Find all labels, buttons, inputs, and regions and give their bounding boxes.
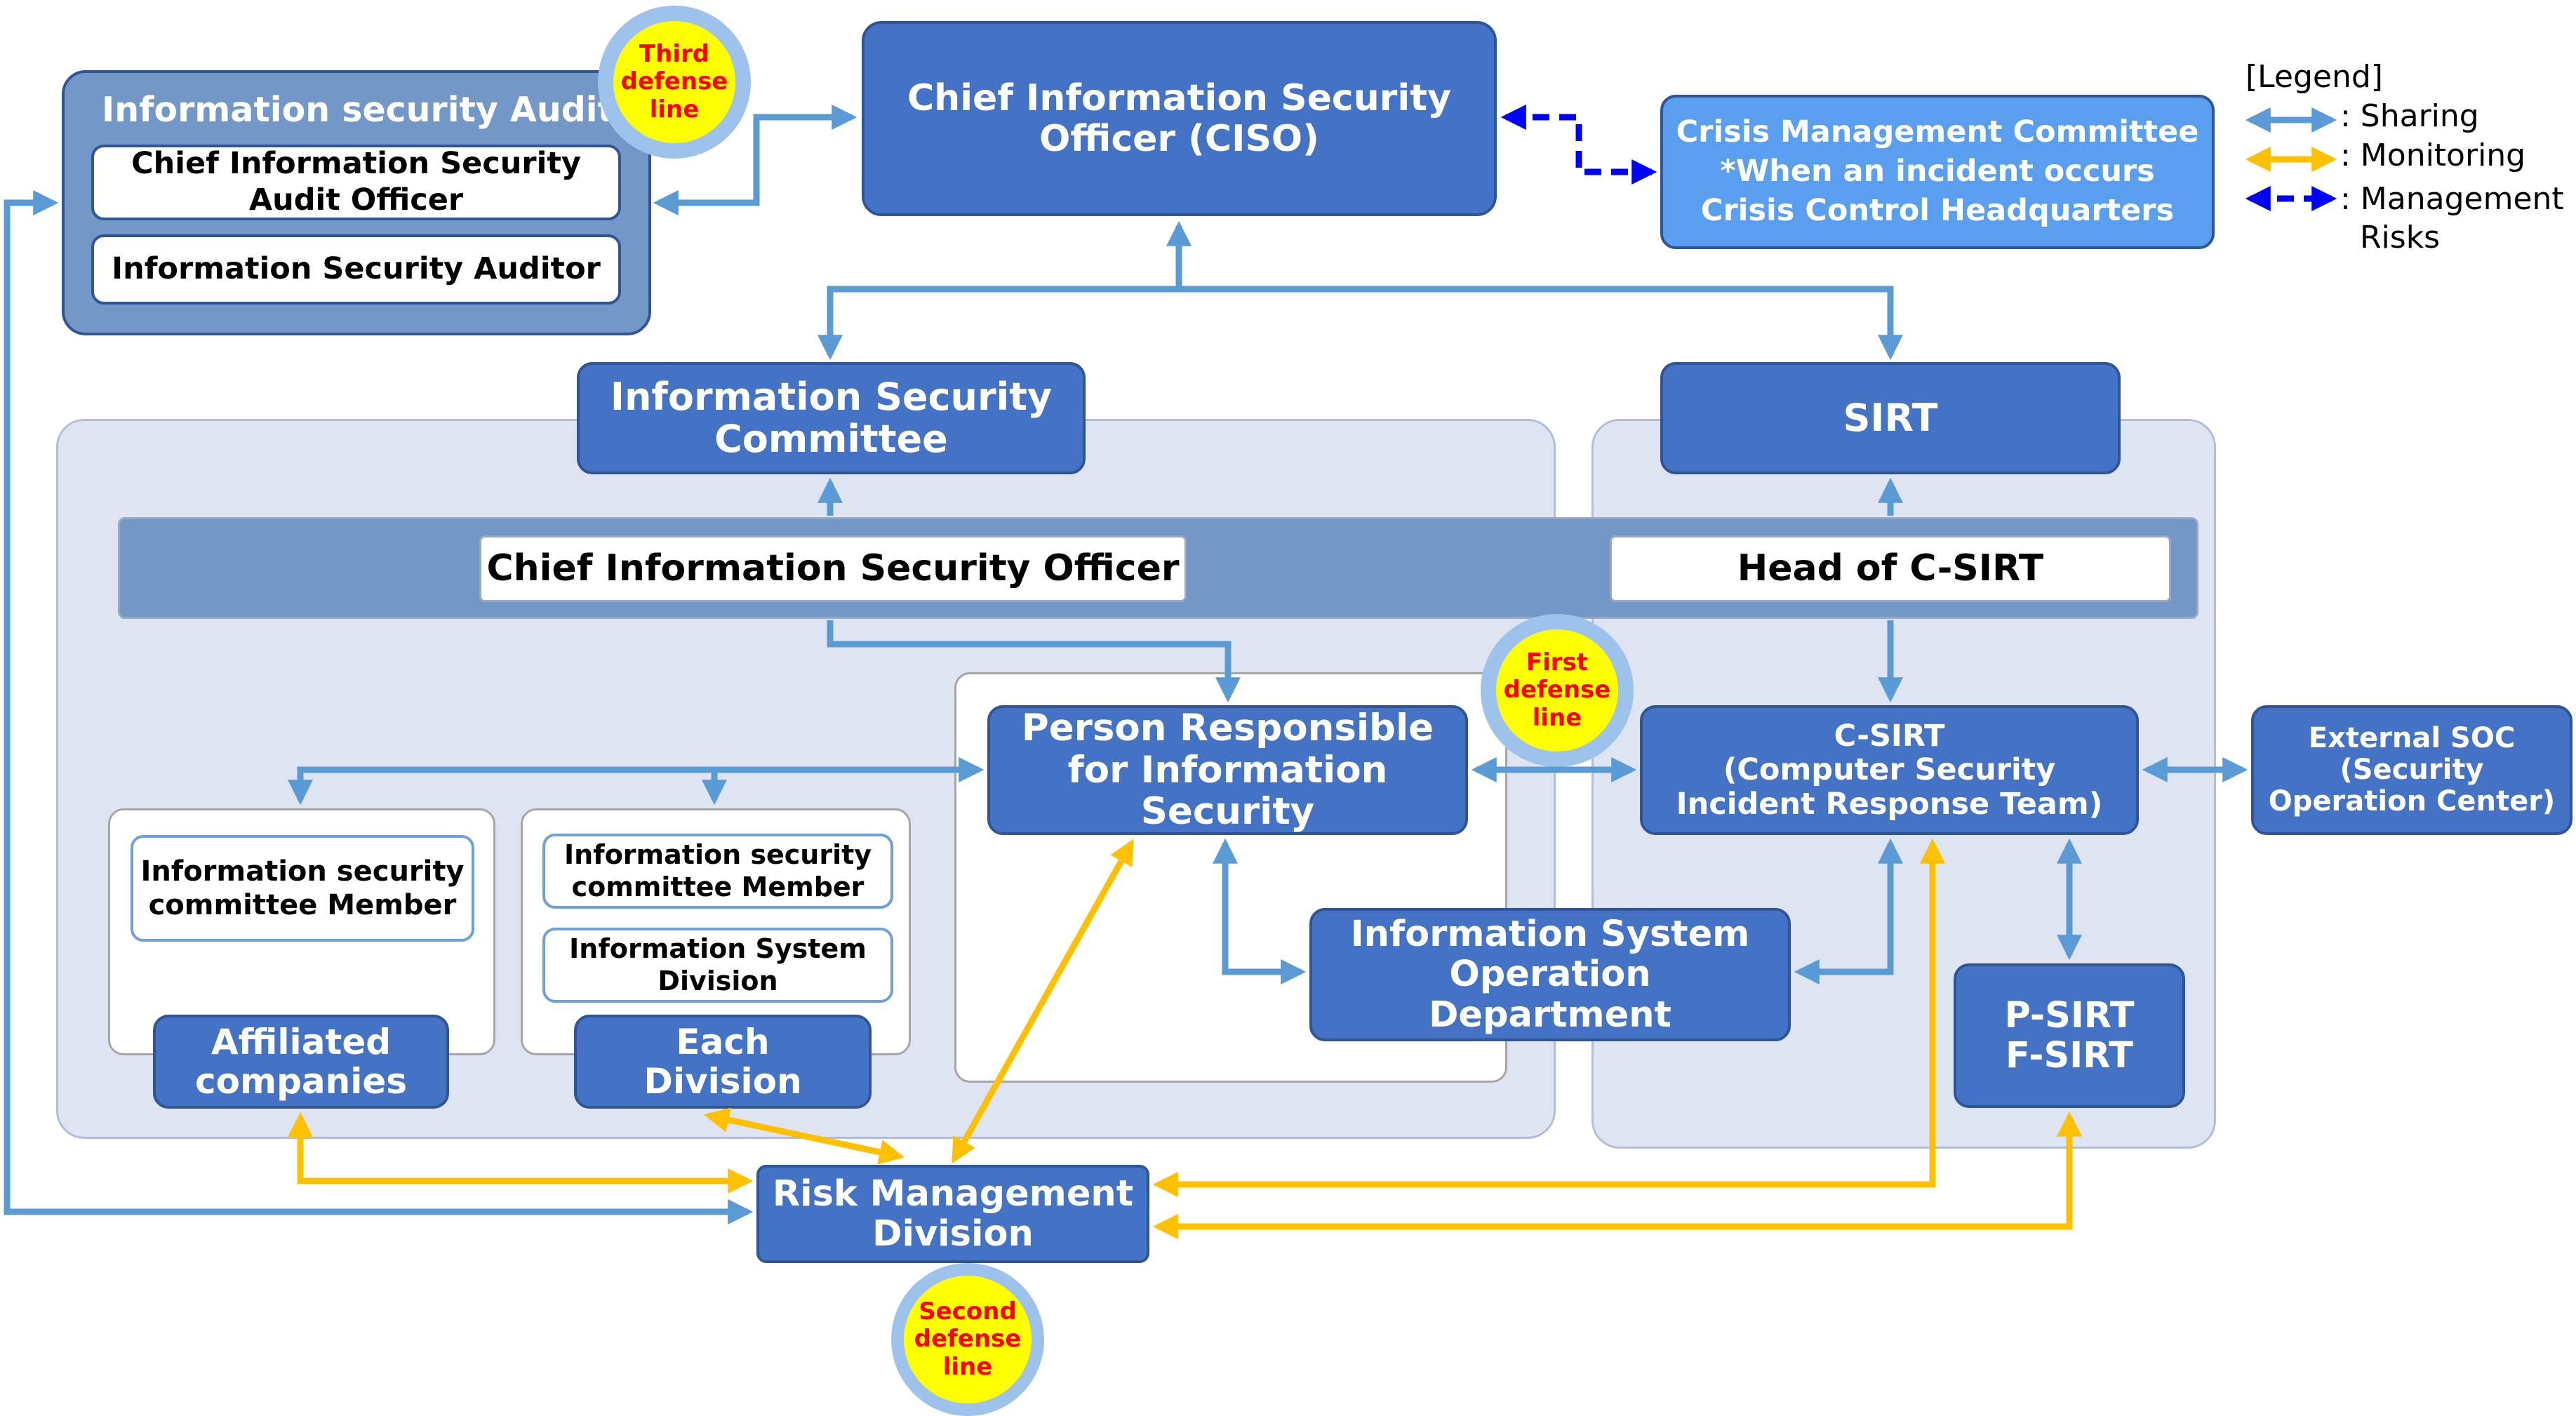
arrow-ciso-crisis: [1500, 105, 1657, 185]
arrow-audit-ciso: [653, 105, 857, 215]
arrow-person-groups: [288, 757, 985, 806]
arrow-psirt-risk: [1152, 1111, 2082, 1239]
arrow-risk-audit: [4, 190, 754, 1224]
arrow-band-person: [827, 620, 1241, 703]
audit-title: Information security Audit: [101, 90, 615, 130]
sirt-box: SIRT: [1660, 362, 2121, 474]
crisis-management-committee-box: Crisis Management Committee *When an inc…: [1660, 95, 2215, 249]
arrow-split: [817, 286, 1903, 361]
arrow-person-operation: [1213, 838, 1307, 984]
legend-monitoring-label: : Monitoring: [2340, 138, 2526, 173]
person-responsible-box: Person Responsible for Information Secur…: [987, 705, 1468, 835]
arrow-csirt-risk: [1152, 838, 1945, 1197]
psirt-fsirt-box: P-SIRT F-SIRT: [1954, 963, 2185, 1108]
arrow-person-risk: [952, 839, 1134, 1164]
arrow-csirt-operation: [1794, 838, 1903, 984]
arrow-affiliated-risk: [288, 1111, 754, 1194]
head-of-csirt-label: Head of C-SIRT: [1610, 535, 2171, 602]
arrow-division-risk: [703, 1107, 905, 1165]
ciso-box: Chief Information Security Officer (CISO…: [862, 21, 1497, 216]
csirt-box: C-SIRT (Computer Security Incident Respo…: [1640, 705, 2139, 835]
legend-management-label: : Management Risks: [2340, 181, 2564, 255]
external-soc-box: External SOC (Security Operation Center): [2251, 705, 2572, 835]
risk-management-division-box: Risk Management Division: [756, 1165, 1149, 1263]
legend-sharing-label: : Sharing: [2340, 98, 2479, 134]
legend-title: [Legend]: [2245, 59, 2383, 95]
